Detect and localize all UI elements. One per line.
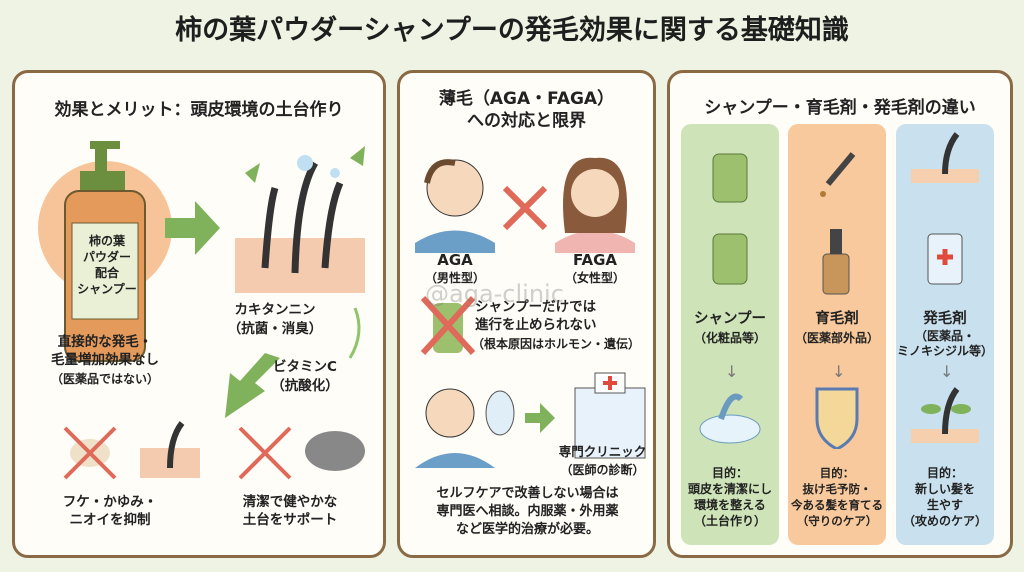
- man-aga-icon: [415, 159, 495, 253]
- aga-note: （男性型）: [424, 271, 485, 285]
- limits-illustration: [415, 157, 646, 468]
- foam-icon: [699, 393, 761, 444]
- hair-root-medicine-icon: [911, 132, 979, 285]
- limits-panel: 薄毛（AGA・FAGA） への対応と限界 AGA （男性型） FAGA （女性型…: [397, 70, 656, 558]
- suppress-text: フケ・かゆみ・ ニオイを抑制: [62, 494, 158, 528]
- effects-illustration: [38, 141, 365, 480]
- arrow-down-icon: ↓: [832, 362, 846, 381]
- tonic-name: 育毛剤: [815, 311, 859, 327]
- worried-person-mirror-icon: [415, 388, 515, 468]
- advice-text: セルフケアで改善しない場合は 専門医へ相談。内服薬・外用薬 など医学的治療が必要…: [436, 486, 619, 537]
- regrowth-note: （医薬品・ ミノキシジル等）: [896, 329, 993, 358]
- watermark: @aga-clinic: [425, 280, 564, 308]
- limits-heading: 薄毛（AGA・FAGA） への対応と限界: [438, 89, 615, 131]
- effects-heading: 効果とメリット：頭皮環境の土台作り: [54, 100, 344, 120]
- sprouting-hair-icon: [911, 387, 979, 443]
- dandruff-crossed-icon: [63, 426, 117, 480]
- bottle-label: 柿の葉 パウダー 配合 シャンプー: [77, 234, 137, 296]
- column-growth-tonic: [788, 124, 886, 545]
- tannin-note: （抗菌・消臭）: [227, 321, 323, 337]
- tonic-purpose: 目的： 抜け毛予防・ 今ある髪を育てる （守りのケア）: [791, 466, 883, 528]
- faga-label: FAGA: [572, 251, 618, 269]
- tonic-note: （医薬部外品）: [794, 331, 879, 345]
- regrowth-name: 発毛剤: [923, 311, 967, 327]
- vitamin-c-label: ビタミンC: [273, 359, 337, 375]
- support-text: 清潔で健やかな 土台をサポート: [242, 494, 338, 528]
- clinic-note: （医師の診断）: [560, 463, 645, 477]
- shampoo-bottles-icon: [712, 153, 748, 285]
- shampoo-purpose: 目的： 頭皮を清潔にし 環境を整える （土台作り）: [687, 466, 772, 528]
- odor-cloud-icon: [305, 431, 365, 471]
- cross-icon: [502, 185, 548, 231]
- cycle-arrow-icon: [348, 307, 361, 359]
- comparison-heading: シャンプー・育毛剤・発毛剤の違い: [704, 98, 976, 118]
- frizz-crossed-icon: [238, 426, 292, 480]
- shampoo-bottle-icon: [64, 141, 146, 362]
- faga-note: （女性型）: [564, 271, 625, 285]
- arrow-right-icon: [525, 403, 555, 433]
- shampoo-crossed-icon: [420, 295, 476, 356]
- limit-note: （根本原因はホルモン・遺伝）: [472, 337, 641, 351]
- tannin-label: カキタンニン: [234, 302, 316, 318]
- shield-hair-icon: [815, 387, 859, 449]
- arrow-down-icon: ↓: [940, 362, 954, 381]
- page-title: 柿の葉パウダーシャンプーの発毛効果に関する基礎知識: [175, 15, 849, 46]
- shampoo-name: シャンプー: [693, 311, 767, 327]
- no-effect-text: 直接的な発毛・ 毛量増加効果なし: [51, 334, 159, 368]
- woman-faga-icon: [555, 157, 635, 253]
- vitamin-c-note: （抗酸化）: [271, 378, 339, 394]
- aga-label: AGA: [437, 251, 473, 269]
- column-hair-regrowth: [896, 124, 994, 545]
- arrow-right-icon: [165, 201, 220, 255]
- column-shampoo: [681, 124, 779, 545]
- hospital-icon: [574, 372, 646, 459]
- scalp-hair-icon: [235, 146, 365, 293]
- dropper-icon: [820, 152, 856, 295]
- scalp-itch-icon: [140, 421, 200, 478]
- effects-panel: 効果とメリット：頭皮環境の土台作り 柿の葉 パウダー 配合 シャンプー 直接的な…: [12, 70, 386, 558]
- clinic-label: 専門クリニック: [558, 444, 647, 459]
- arrow-down-left-icon: [225, 353, 280, 418]
- regrowth-purpose: 目的： 新しい髪を 生やす （攻めのケア）: [902, 466, 987, 528]
- limit-text: シャンプーだけでは 進行を止められない: [475, 299, 597, 333]
- arrow-down-icon: ↓: [725, 362, 739, 381]
- shampoo-note: （化粧品等）: [693, 331, 766, 345]
- no-effect-note: （医薬品ではない）: [50, 372, 159, 386]
